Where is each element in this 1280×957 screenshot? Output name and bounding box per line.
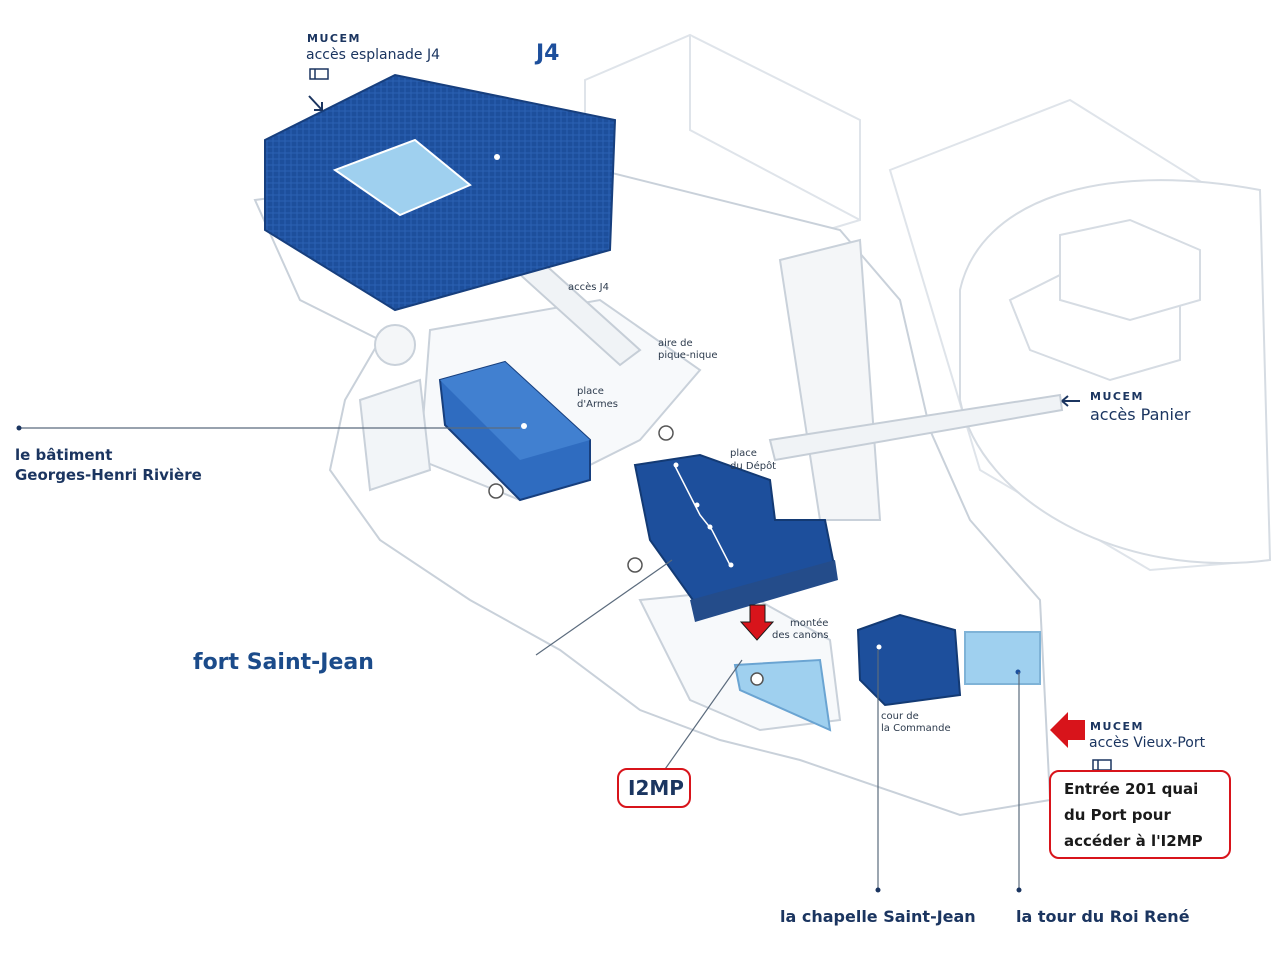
tour-roi-rene <box>964 631 1041 685</box>
central-building <box>633 453 838 622</box>
entree-line-1: Entrée 201 quai <box>1064 780 1199 798</box>
montee-label-2: des canons <box>772 630 829 641</box>
mucem-logo: MUCEM <box>1090 720 1144 733</box>
place-armes-label-2: d'Armes <box>577 399 618 410</box>
montee-label-1: montée <box>790 618 829 629</box>
j4-label: J4 <box>536 41 560 66</box>
aire-pique-nique-label-2: pique-nique <box>658 350 718 361</box>
place-depot-label-1: place <box>730 448 757 459</box>
i2mp-courtyard <box>733 658 832 732</box>
aire-pique-nique-label-1: aire de <box>658 338 693 349</box>
red-arrow-left-icon <box>1050 712 1085 748</box>
cour-label-1: cour de <box>881 711 919 722</box>
place-armes-label-1: place <box>577 386 604 397</box>
entree-box: Entrée 201 quai du Port pour accéder à l… <box>1049 770 1231 859</box>
acces-j4-label: accès J4 <box>568 282 609 293</box>
fort-label: fort Saint-Jean <box>193 650 374 675</box>
ticket-icon <box>309 68 329 80</box>
location-markers <box>488 425 674 573</box>
access-vieux-port-label: accès Vieux-Port <box>1089 735 1206 751</box>
panier-building <box>959 179 1272 565</box>
ghr-building <box>438 360 591 502</box>
chapelle-building <box>856 613 962 707</box>
access-panier-label: accès Panier <box>1090 405 1191 424</box>
leader-dot <box>16 425 22 431</box>
i2mp-label: I2MP <box>628 776 684 800</box>
arrow-left-icon <box>1061 395 1080 407</box>
batiment-label-2: Georges-Henri Rivière <box>15 466 202 484</box>
red-arrow-down-icon <box>739 604 775 641</box>
leader-dot <box>875 887 881 893</box>
ticket-icon <box>1092 759 1112 771</box>
mucem-logo: MUCEM <box>307 32 361 45</box>
chapelle-label: la chapelle Saint-Jean <box>780 907 976 926</box>
entree-text: Entrée 201 quai du Port pour accéder à l… <box>1064 776 1203 854</box>
i2mp-box: I2MP <box>617 768 691 808</box>
leader-dot <box>1016 887 1022 893</box>
entree-line-3: accéder à l'I2MP <box>1064 832 1203 850</box>
leader-lines <box>19 427 1020 890</box>
place-depot-label-2: du Dépôt <box>730 461 777 472</box>
j4-building <box>264 73 617 312</box>
arrow-down-right-icon <box>308 95 323 111</box>
access-esplanade-label: accès esplanade J4 <box>306 47 441 63</box>
entree-line-2: du Port pour <box>1064 806 1171 824</box>
batiment-label-1: le bâtiment <box>15 446 113 464</box>
tour-label: la tour du Roi René <box>1016 907 1190 926</box>
cour-label-2: la Commande <box>881 723 951 734</box>
mucem-logo: MUCEM <box>1090 390 1144 403</box>
